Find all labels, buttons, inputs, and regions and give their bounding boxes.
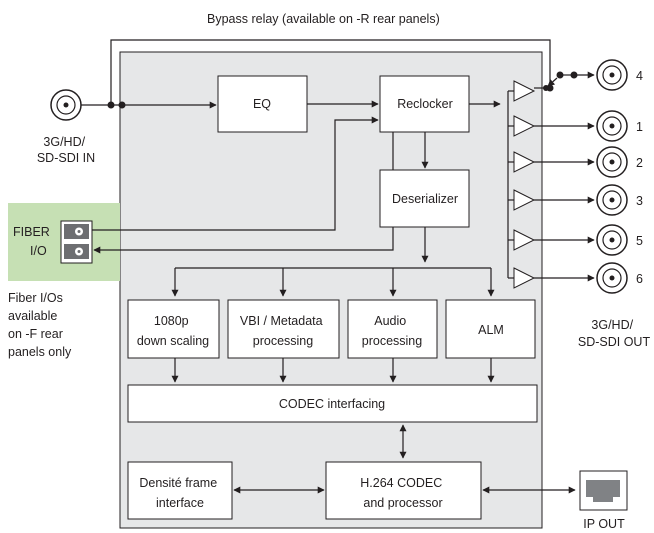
vbi-metadata-label: VBI / Metadata processing xyxy=(240,314,326,348)
densite-frame-label: Densité frame interface xyxy=(139,476,220,510)
downscaling-label: 1080p down scaling xyxy=(137,314,209,348)
alm-line-1: ALM xyxy=(478,323,504,337)
bnc-connector-ring xyxy=(602,152,622,172)
reclocker-line-1: Reclocker xyxy=(397,97,453,111)
bnc-connector-ring xyxy=(602,65,622,85)
sdi-in-label: 3G/HD/ SD-SDI IN xyxy=(37,135,95,165)
bnc-connector-pin xyxy=(609,197,615,203)
bypass-relay-label: Bypass relay (available on -R rear panel… xyxy=(207,12,440,26)
bnc-connector-ring xyxy=(602,230,622,250)
bnc-connector-pin xyxy=(609,237,615,243)
h264-line-2: and processor xyxy=(363,496,442,510)
deserializer-label: Deserializer xyxy=(392,192,458,206)
output-number-label: 5 xyxy=(636,234,643,248)
fiber-note-line-1: Fiber I/Os xyxy=(8,291,63,305)
sdi-out-line-1: 3G/HD/ xyxy=(591,318,633,332)
fiber-note-line-4: panels only xyxy=(8,345,72,359)
downscaling-block xyxy=(127,299,220,359)
output-number-label: 2 xyxy=(636,156,643,170)
fiber-port-icon xyxy=(60,220,93,264)
output-number-label: 6 xyxy=(636,272,643,286)
fiber-line-1: FIBER xyxy=(13,225,50,239)
eq-line-1: EQ xyxy=(253,97,271,111)
fiber-label: FIBER I/O xyxy=(13,225,53,258)
bnc-connector-pin xyxy=(609,159,615,165)
output-number-label: 4 xyxy=(636,69,643,83)
fiber-line-2: I/O xyxy=(30,244,47,258)
eq-block xyxy=(217,75,308,133)
bnc-connector-pin xyxy=(609,72,615,78)
vbi-line-2: processing xyxy=(253,334,313,348)
sdi-out-line-2: SD-SDI OUT xyxy=(578,335,651,349)
h264-codec-block xyxy=(325,461,482,520)
junction-dot xyxy=(118,101,126,109)
fiber-in-to-reclocker-line xyxy=(92,116,379,231)
fiber-note: Fiber I/Os available on -F rear panels o… xyxy=(8,291,72,359)
codec-interfacing-block xyxy=(127,384,538,423)
bnc-connector-ring xyxy=(602,116,622,136)
densite-frame-block xyxy=(127,461,233,520)
output-number-label: 3 xyxy=(636,194,643,208)
reclocker-label: Reclocker xyxy=(397,97,453,111)
ethernet-port-icon xyxy=(579,470,628,511)
output-number-label: 1 xyxy=(636,120,643,134)
card-panel xyxy=(119,51,543,529)
bnc-connector-ring xyxy=(602,190,622,210)
bnc-connector-icon xyxy=(50,89,82,121)
densite-line-1: Densité frame xyxy=(139,476,217,490)
vbi-metadata-block xyxy=(227,299,340,359)
vbi-line-1: VBI / Metadata xyxy=(240,314,323,328)
audio-block xyxy=(347,299,438,359)
h264-codec-label: H.264 CODEC and processor xyxy=(360,476,445,510)
ip-out-label: IP OUT xyxy=(583,517,625,531)
eq-label: EQ xyxy=(253,97,271,111)
downscaling-line-2: down scaling xyxy=(137,334,209,348)
codec-interfacing-line-1: CODEC interfacing xyxy=(279,397,385,411)
densite-line-2: interface xyxy=(156,496,204,510)
audio-line-1: Audio xyxy=(374,314,406,328)
fiber-note-line-3: on -F rear xyxy=(8,327,63,341)
alm-block xyxy=(445,299,536,359)
bnc-connector-pin xyxy=(609,275,615,281)
bypass-relay-line xyxy=(110,39,551,105)
deserializer-line-1: Deserializer xyxy=(392,192,458,206)
sdi-in-line-1: 3G/HD/ xyxy=(43,135,85,149)
codec-interfacing-label: CODEC interfacing xyxy=(279,397,385,411)
output-drivers: 4 1 2 3 5 6 xyxy=(508,59,643,294)
audio-label: Audio processing xyxy=(362,314,422,348)
alm-label: ALM xyxy=(478,323,504,337)
bnc-connector-ring xyxy=(602,268,622,288)
sdi-in-line-2: SD-SDI IN xyxy=(37,151,95,165)
downscaling-line-1: 1080p xyxy=(154,314,189,328)
fiber-note-line-2: available xyxy=(8,309,57,323)
reclocker-block xyxy=(379,75,470,133)
relay-contact-dot xyxy=(543,85,549,91)
relay-switch-arm xyxy=(547,77,558,87)
bnc-connector-pin xyxy=(609,123,615,129)
sdi-out-label: 3G/HD/ SD-SDI OUT xyxy=(578,318,651,349)
audio-line-2: processing xyxy=(362,334,422,348)
h264-line-1: H.264 CODEC xyxy=(360,476,442,490)
